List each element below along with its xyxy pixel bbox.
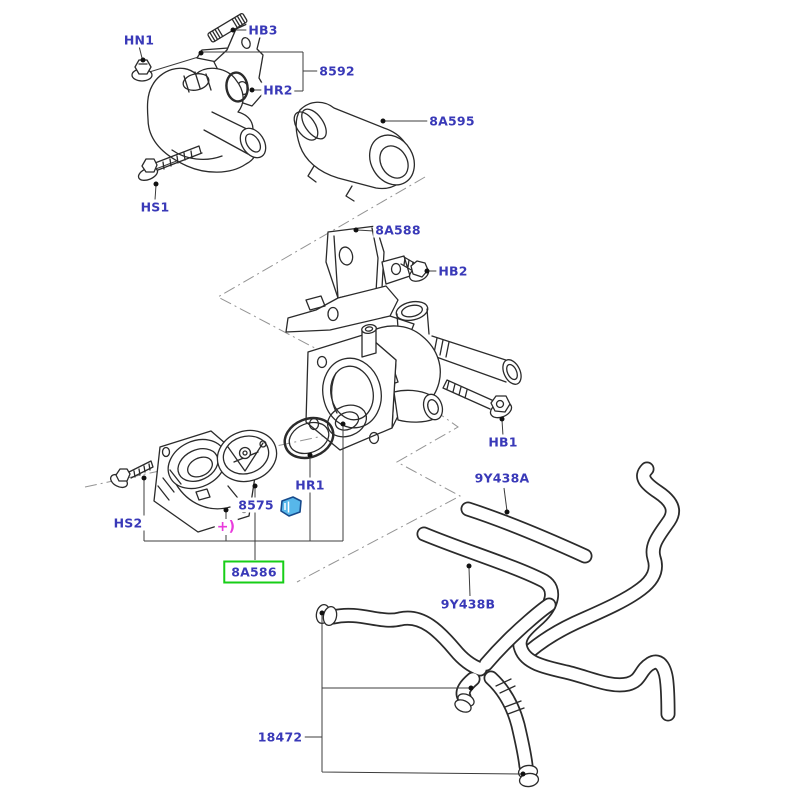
part-label-p8575[interactable]: 8575 <box>236 497 276 513</box>
hose-right-run-drawing <box>522 461 680 659</box>
housing-flange-face-drawing <box>326 404 368 438</box>
note-icon <box>280 496 302 517</box>
connector-tube-8a595-drawing <box>293 101 416 202</box>
stud-hb3-drawing <box>207 12 248 43</box>
part-label-p8592[interactable]: 8592 <box>317 63 357 79</box>
thermostat-8575-drawing <box>216 429 278 483</box>
part-label-hr1[interactable]: HR1 <box>293 477 327 493</box>
part-label-hs1[interactable]: HS1 <box>138 199 172 215</box>
bracket-8a588-drawing <box>285 225 415 335</box>
part-label-p18472[interactable]: 18472 <box>255 729 305 745</box>
part-label-p9y438a[interactable]: 9Y438A <box>472 470 532 486</box>
part-label-hb3[interactable]: HB3 <box>246 22 280 38</box>
main-housing-drawing <box>305 300 522 451</box>
bolt-hs2-drawing <box>109 460 154 489</box>
hose-9y438a-drawing <box>460 501 593 564</box>
hose-9y438b-drawing <box>416 526 676 722</box>
hose-18472-drawing <box>315 597 557 788</box>
part-label-hr2[interactable]: HR2 <box>261 82 295 98</box>
nut-hn1-drawing <box>131 59 153 82</box>
part-label-hn1[interactable]: HN1 <box>121 32 157 48</box>
part-label-p9y438b[interactable]: 9Y438B <box>438 596 498 612</box>
bolt-hb1-drawing <box>442 379 513 419</box>
part-label-hs2[interactable]: HS2 <box>111 515 145 531</box>
oring-hr1-drawing <box>283 416 335 460</box>
part-label-p8a588[interactable]: 8A588 <box>373 222 423 238</box>
part-label-hb2[interactable]: HB2 <box>436 263 470 279</box>
part-label-p8a586[interactable]: 8A586 <box>223 560 285 584</box>
leader-lines <box>138 27 526 777</box>
part-label-hb1[interactable]: HB1 <box>486 434 520 450</box>
bolt-hb2-drawing <box>400 256 430 282</box>
part-label-p8a595[interactable]: 8A595 <box>427 113 477 129</box>
oring-hr2-drawing <box>225 71 249 103</box>
bolt-hs1-drawing <box>137 145 203 181</box>
part-label-plus: +) <box>214 519 238 535</box>
